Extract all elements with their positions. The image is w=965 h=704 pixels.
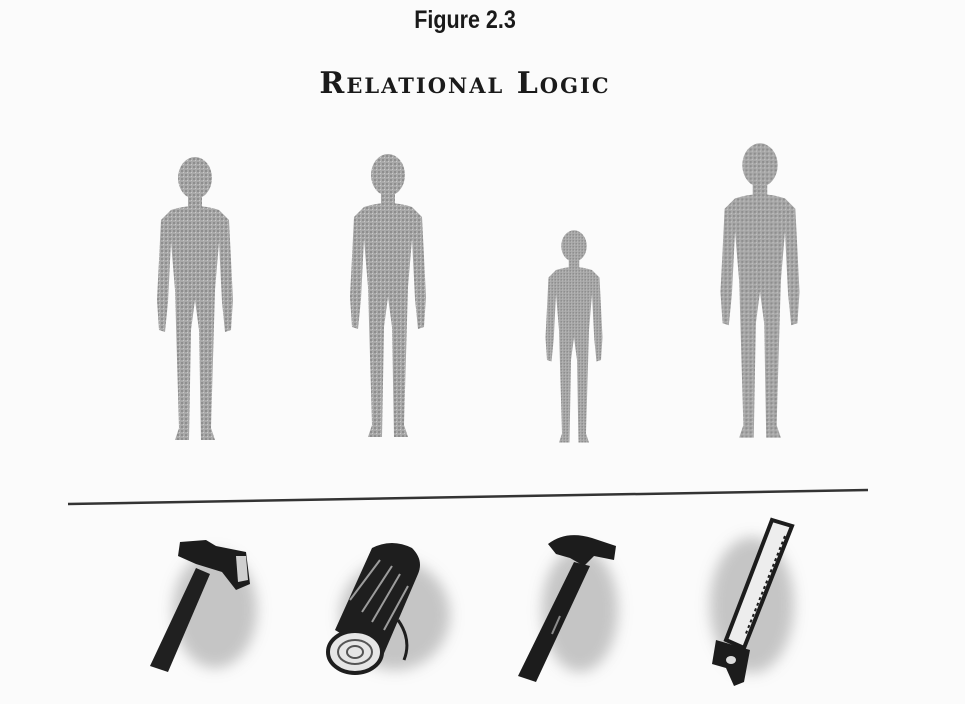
saw-icon	[710, 520, 794, 686]
man-figure-1	[157, 157, 233, 440]
child-figure	[546, 230, 603, 442]
log-icon	[328, 543, 450, 673]
man-figure-2	[720, 143, 799, 437]
hammer-icon	[518, 535, 618, 682]
divider-line	[68, 490, 868, 504]
woman-figure	[350, 154, 426, 437]
axe-icon	[150, 540, 257, 672]
